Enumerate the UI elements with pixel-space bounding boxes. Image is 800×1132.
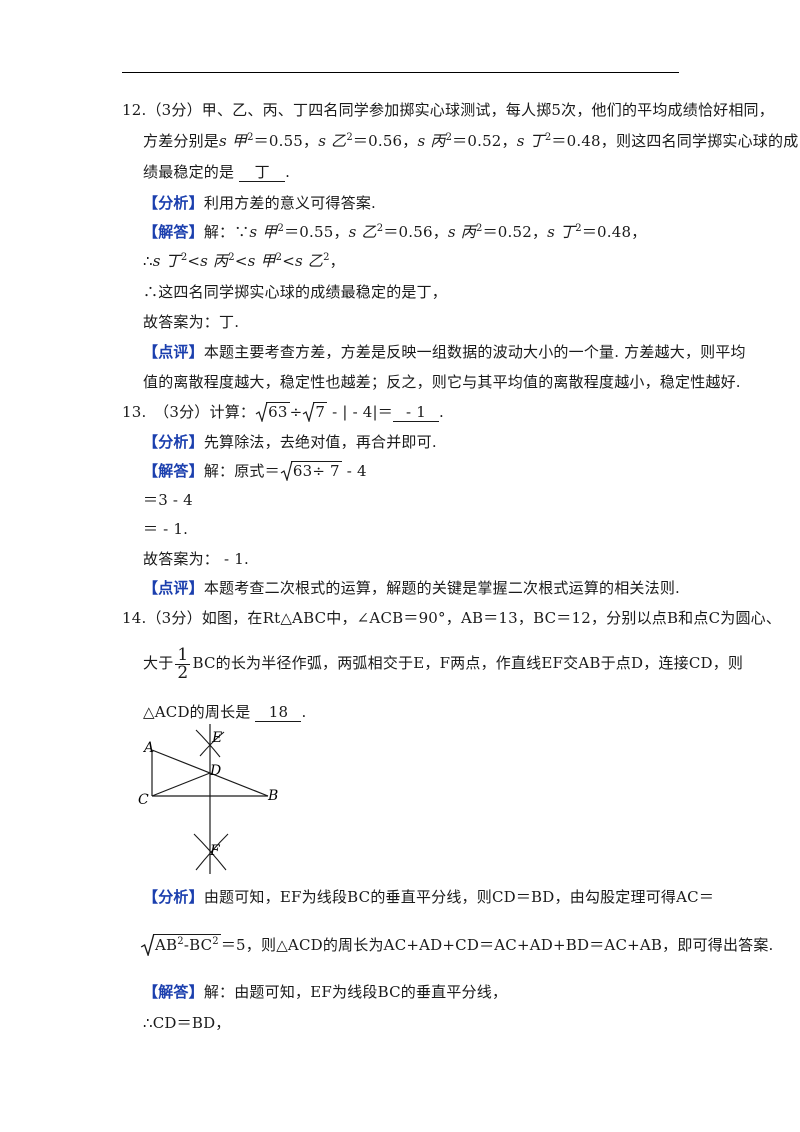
q12-solution-line2: ∴s 丁2<s 丙2<s 甲2<s 乙2， (143, 252, 345, 270)
label-C: C (138, 792, 149, 808)
arc-bottom-right (195, 833, 229, 871)
q13-conclusion: 故答案为： - 1. (143, 550, 249, 568)
segment-CD (151, 772, 211, 797)
label-A: A (142, 740, 154, 756)
q13-step2: ＝3 - 4 (143, 491, 193, 509)
q13-step3: ＝ - 1. (143, 520, 189, 538)
label-E: E (211, 730, 222, 746)
q12-solution-line1: 【解答】解：∵s 甲2＝0.55，s 乙2＝0.56，s 丙2＝0.52，s 丁… (143, 223, 647, 241)
q12-answer-blank: 丁 (239, 164, 286, 182)
analysis-tag: 【分析】 (143, 194, 204, 212)
q14-line3: △ACD的周长是 18. (143, 703, 307, 722)
q12-conclusion: 故答案为：丁. (143, 313, 240, 331)
geometry-figure: A E D C B F (138, 724, 278, 874)
q14-solution-line2: ∴CD＝BD， (143, 1014, 231, 1032)
sqrt-63-div-7: 63÷ 7 (280, 461, 342, 481)
label-D: D (209, 763, 221, 779)
q13-comment: 【点评】本题考查二次根式的运算，解题的关键是掌握二次根式运算的相关法则. (143, 579, 680, 597)
q12-analysis: 【分析】利用方差的意义可得答案. (143, 194, 376, 212)
q14-solution: 【解答】解：由题可知，EF为线段BC的垂直平分线， (143, 983, 508, 1001)
q12-line1: 12.（3分）甲、乙、丙、丁四名同学参加掷实心球测试，每人掷5次，他们的平均成绩… (122, 101, 774, 119)
arc-top-right (199, 731, 225, 757)
q13-solution: 【解答】解：原式＝63÷ 7 - 4 (143, 461, 367, 481)
q14-analysis-line1: 【分析】由题可知，EF为线段BC的垂直平分线，则CD＝BD，由勾股定理可得AC＝ (143, 888, 715, 906)
solution-tag: 【解答】 (143, 223, 204, 241)
sqrt-63: 63 (255, 402, 290, 422)
q14-answer-blank: 18 (255, 704, 302, 722)
q12-line3: 绩最稳定的是 丁. (143, 163, 291, 182)
q12-solution-line3: ∴这四名同学掷实心球的成绩最稳定的是丁， (143, 283, 448, 301)
q12-line2: 方差分别是s 甲2＝0.55，s 乙2＝0.56，s 丙2＝0.52，s 丁2＝… (143, 132, 799, 150)
q12-comment-line1: 【点评】本题主要考查方差，方差是反映一组数据的波动大小的一个量. 方差越大，则平… (143, 343, 746, 361)
q14-line1: 14.（3分）如图，在Rt△ABC中，∠ACB＝90°，AB＝13，BC＝12，… (122, 609, 782, 627)
arc-bottom-left (193, 833, 227, 871)
q12-comment-line2: 值的离散程度越大，稳定性也越差；反之，则它与其平均值的离散程度越小，稳定性越好. (143, 373, 741, 391)
comment-tag: 【点评】 (143, 343, 204, 361)
arc-top-left (195, 729, 221, 758)
sqrt-7: 7 (302, 402, 328, 422)
q13-analysis: 【分析】先算除法，去绝对值，再合并即可. (143, 433, 437, 451)
header-rule (122, 72, 679, 73)
label-B: B (267, 788, 278, 804)
q14-analysis-line2: AB2-BC2＝5，则△ACD的周长为AC+AD+CD＝AC+AD+BD＝AC+… (140, 934, 774, 956)
q13-line1: 13. （3分）计算：63÷7 - | - 4|＝ - 1. (122, 402, 444, 422)
q13-answer-blank: - 1 (393, 404, 440, 422)
label-F: F (209, 843, 221, 859)
sqrt-ab2-minus-bc2: AB2-BC2 (140, 934, 221, 956)
